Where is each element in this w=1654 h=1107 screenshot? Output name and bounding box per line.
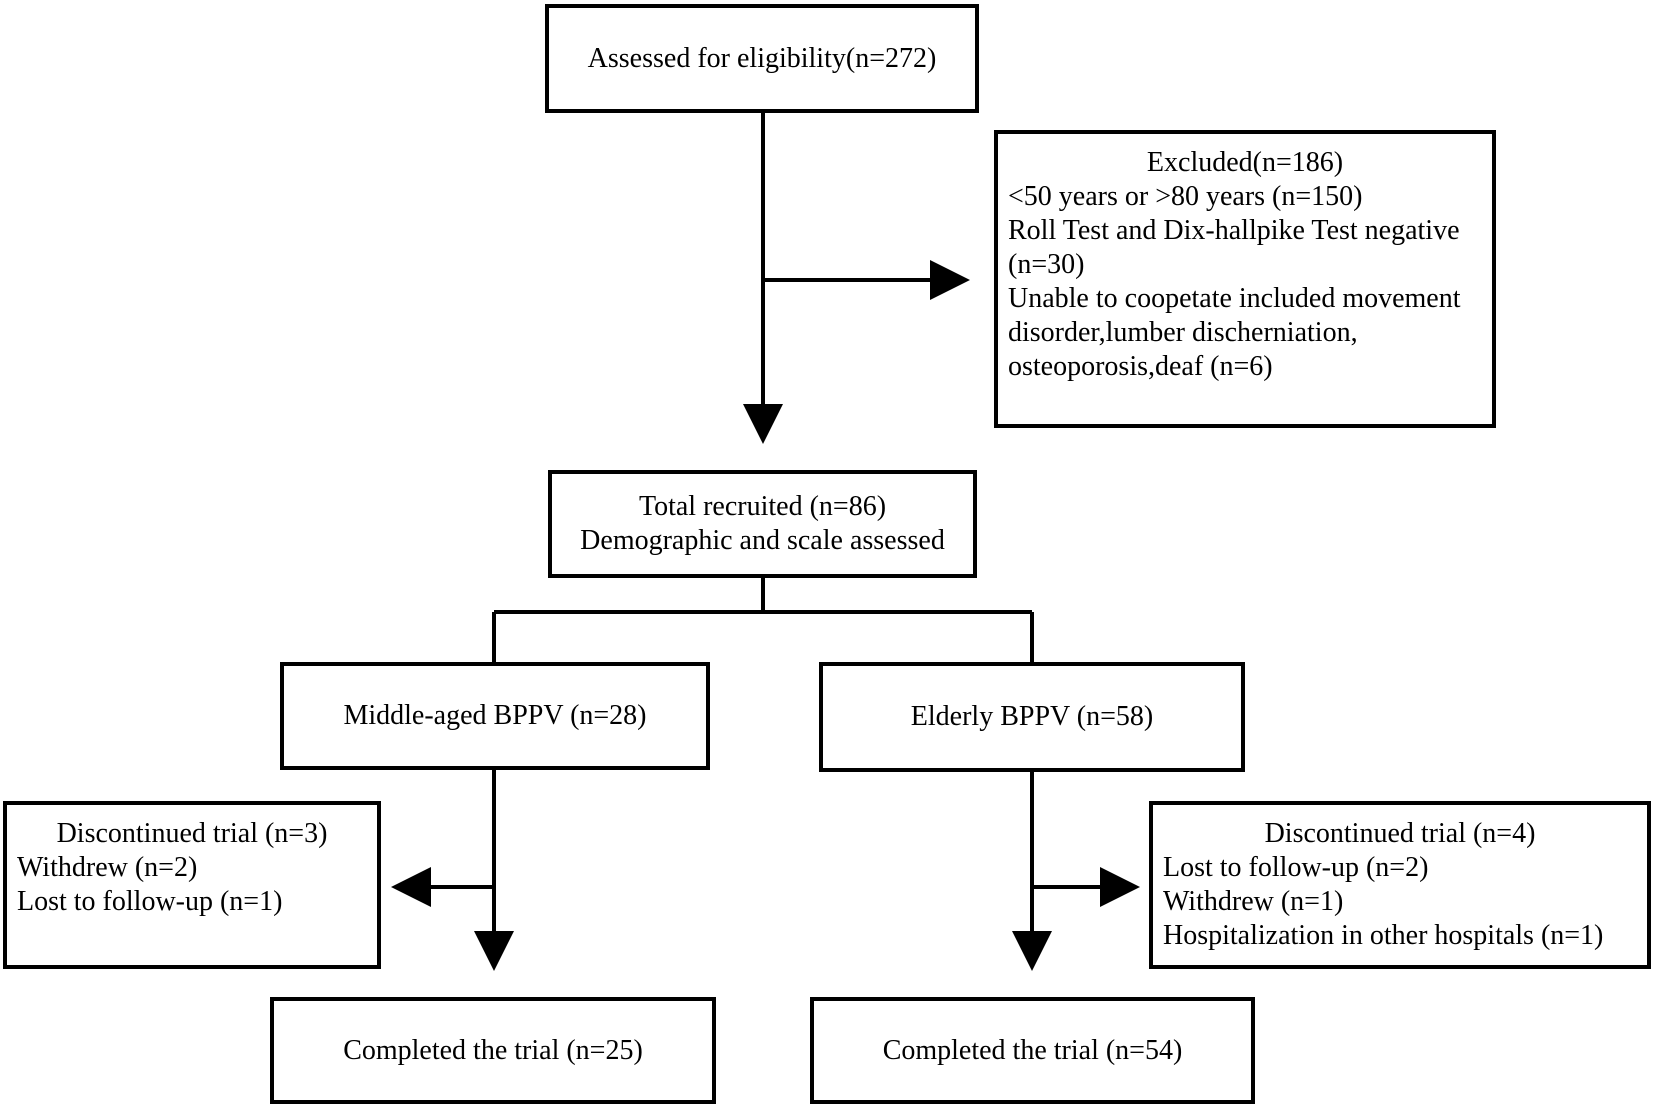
excluded-reason: osteoporosis,deaf (n=6): [1008, 351, 1273, 382]
completed-middle-box: Completed the trial (n=25): [270, 997, 716, 1104]
middle-aged-text: Middle-aged BPPV (n=28): [343, 700, 647, 731]
completed-elderly-text: Completed the trial (n=54): [882, 1034, 1183, 1066]
discontinued-middle-reason: Lost to follow-up (n=1): [17, 886, 283, 917]
excluded-reason: disorder,lumber discherniation,: [1008, 317, 1358, 348]
assessed-box: Assessed for eligibility(n=272): [545, 4, 979, 113]
middle-aged-box: Middle-aged BPPV (n=28): [280, 662, 710, 770]
discontinued-elderly-box: Discontinued trial (n=4) Lost to follow-…: [1149, 801, 1651, 969]
discontinued-elderly-reason: Hospitalization in other hospitals (n=1): [1163, 920, 1604, 951]
excluded-box: Excluded(n=186) <50 years or >80 years (…: [994, 130, 1496, 428]
excluded-reason: (n=30): [1008, 249, 1085, 280]
recruited-box: Total recruited (n=86) Demographic and s…: [548, 470, 977, 578]
discontinued-elderly-reason: Withdrew (n=1): [1163, 886, 1344, 917]
discontinued-elderly-title: Discontinued trial (n=4): [1264, 818, 1536, 849]
discontinued-middle-box: Discontinued trial (n=3) Withdrew (n=2) …: [3, 801, 381, 969]
completed-middle-text: Completed the trial (n=25): [343, 1034, 643, 1066]
assessed-text: Assessed for eligibility(n=272): [587, 42, 937, 74]
discontinued-middle-reason: Withdrew (n=2): [17, 852, 198, 883]
excluded-reason: <50 years or >80 years (n=150): [1008, 181, 1363, 212]
recruited-total: Total recruited (n=86): [638, 491, 887, 522]
excluded-reason: Roll Test and Dix-hallpike Test negative: [1008, 215, 1460, 246]
excluded-reason: Unable to coopetate included movement: [1008, 283, 1461, 314]
completed-elderly-box: Completed the trial (n=54): [810, 997, 1255, 1104]
excluded-title: Excluded(n=186): [1146, 147, 1344, 178]
discontinued-middle-title: Discontinued trial (n=3): [56, 818, 328, 849]
recruited-assessment: Demographic and scale assessed: [580, 525, 945, 556]
elderly-box: Elderly BPPV (n=58): [819, 662, 1245, 772]
elderly-text: Elderly BPPV (n=58): [910, 701, 1154, 732]
discontinued-elderly-reason: Lost to follow-up (n=2): [1163, 852, 1429, 883]
